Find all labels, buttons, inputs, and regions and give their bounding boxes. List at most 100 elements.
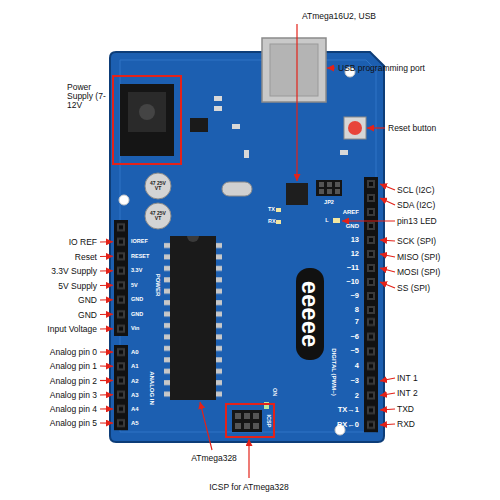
pin-function-label: GND xyxy=(78,296,97,305)
silkscreen-pin-number: 12 xyxy=(351,250,359,258)
power-jack xyxy=(120,84,174,156)
led xyxy=(276,208,281,212)
usb-port-shell xyxy=(270,44,318,96)
led xyxy=(276,220,281,224)
silkscreen-pin-number: 2 xyxy=(355,392,359,400)
digital-header xyxy=(364,177,378,317)
silkscreen-pin-number: ~6 xyxy=(350,333,359,341)
silkscreen-pin-name: A0 xyxy=(131,349,139,355)
silkscreen-pin-number: ~11 xyxy=(347,264,359,272)
capacitor xyxy=(145,173,171,199)
analog-header xyxy=(114,345,128,430)
silkscreen-pin-number: RX←0 xyxy=(337,421,359,429)
pin-function-label: Analog pin 1 xyxy=(50,362,97,371)
annotation-label: ATmega328 xyxy=(191,454,237,463)
annotation-label: ATmega16U2, USB xyxy=(302,12,376,21)
pin-function-label: Analog pin 0 xyxy=(50,348,97,357)
capacitor-marking: 47 25V VT xyxy=(150,181,166,192)
mounting-hole xyxy=(119,195,129,205)
silkscreen-pin-name: IOREF xyxy=(131,239,148,245)
pin-function-label: IO REF xyxy=(69,238,97,247)
led xyxy=(333,218,340,223)
silkscreen-jumper-name: JP2 xyxy=(324,200,334,206)
chip-pins xyxy=(216,240,222,400)
annotation-label: Power Supply (7-12V xyxy=(67,83,109,110)
pin-function-label: Input Voltage xyxy=(47,325,97,334)
silkscreen-pin-name: A3 xyxy=(131,392,139,398)
pin-function-label: MOSI (SPI) xyxy=(397,268,440,277)
silkscreen-pin-name: Vin xyxy=(131,326,139,332)
pin-function-label: 3.3V Supply xyxy=(51,267,97,276)
logo-background xyxy=(296,268,324,360)
silkscreen-pin-name: GND xyxy=(131,297,143,303)
power-header xyxy=(114,220,128,336)
chip-pins xyxy=(164,240,170,400)
silkscreen-pin-name: AREF xyxy=(343,209,359,215)
silkscreen-led-name: TX xyxy=(268,207,275,213)
pin-function-label: Analog pin 3 xyxy=(50,391,97,400)
pin-function-label: INT 1 xyxy=(397,374,418,383)
highlight-box xyxy=(226,404,274,437)
usb-chip xyxy=(286,183,308,205)
power-jack-opening xyxy=(128,92,166,132)
digital-header xyxy=(364,315,378,433)
smd-part xyxy=(232,124,240,129)
silkscreen-pin-number: 7 xyxy=(355,318,359,326)
capacitor-marking: 47 25V VT xyxy=(150,211,166,222)
leader-arrows xyxy=(100,24,395,478)
power-jack-pin xyxy=(139,104,155,120)
pin-function-label: SS (SPI) xyxy=(397,284,430,293)
smd-part xyxy=(340,150,348,155)
silkscreen-pin-name: GND xyxy=(346,223,359,229)
annotation-label: ICSP for ATmega328 xyxy=(209,483,289,492)
reset-button xyxy=(348,121,362,135)
pin-function-label: SCL (I2C) xyxy=(397,186,434,195)
capacitor xyxy=(145,203,171,229)
silkscreen-pin-name: A4 xyxy=(131,406,139,412)
pin-function-label: GND xyxy=(78,310,97,319)
silkscreen-pin-number: 13 xyxy=(351,236,359,244)
silkscreen-pin-number: ~10 xyxy=(346,278,359,286)
silkscreen-pin-number: 4 xyxy=(355,362,359,370)
pin-function-label: Analog pin 4 xyxy=(50,405,97,414)
voltage-regulator xyxy=(190,118,208,132)
annotation-label: pin13 LED xyxy=(397,217,437,226)
silkscreen-pin-number: ~9 xyxy=(350,292,359,300)
silkscreen-pin-number: 8 xyxy=(355,306,359,314)
silkscreen-pin-name: 5V xyxy=(131,283,138,289)
smd-part xyxy=(214,96,222,101)
silkscreen-led-name: ON xyxy=(271,388,277,396)
circuit-board xyxy=(110,52,384,442)
microcontroller-chip xyxy=(170,236,216,400)
pin-function-label: Analog pin 5 xyxy=(50,419,97,428)
highlight-box xyxy=(113,76,181,164)
silkscreen-group-name: POWER xyxy=(155,274,161,297)
crystal xyxy=(222,182,252,196)
silkscreen-pin-number: TX→1 xyxy=(338,406,359,414)
silkscreen-group-name: DIGITAL (PWM~) xyxy=(331,348,337,395)
silkscreen-led-name: RX xyxy=(268,219,276,225)
silkscreen-pin-name: A5 xyxy=(131,420,139,426)
pin-function-label: Analog pin 2 xyxy=(50,376,97,385)
silkscreen-pin-name: 3.3V xyxy=(131,268,142,274)
pin-function-label: INT 2 xyxy=(397,389,418,398)
pin-function-label: 5V Supply xyxy=(58,281,97,290)
silkscreen-pin-name: GND xyxy=(131,312,143,318)
silkscreen-group-name: ANALOG IN xyxy=(149,371,155,405)
silkscreen-led-name: L xyxy=(325,218,328,224)
pin-function-label: SDA (I2C) xyxy=(397,201,435,210)
annotation-label: USB programming port xyxy=(338,64,425,73)
reset-button-body xyxy=(344,117,366,139)
pin-function-label: Reset xyxy=(75,252,97,261)
logo-text: eeeee xyxy=(297,281,322,348)
pin-function-label: RXD xyxy=(397,420,415,429)
annotation-label: Reset button xyxy=(388,124,436,133)
silkscreen-pin-number: ~5 xyxy=(350,347,359,355)
pin-function-label: MISO (SPI) xyxy=(397,253,440,262)
silkscreen-pin-number: ~3 xyxy=(350,377,359,385)
silkscreen-header-name: ICSP xyxy=(265,415,271,428)
silkscreen-pin-name: RESET xyxy=(131,254,149,260)
jumper-header xyxy=(316,180,342,196)
board-edge-trace xyxy=(120,60,376,432)
silkscreen-pin-name: A1 xyxy=(131,363,139,369)
